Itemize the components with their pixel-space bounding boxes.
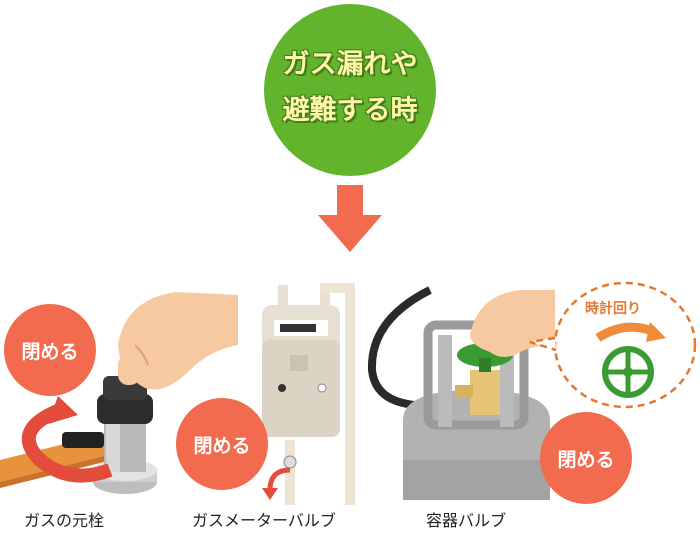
meter-arrow-icon (267, 467, 291, 491)
meter-arrowhead-icon (262, 488, 278, 500)
valve-wheel-icon (602, 346, 654, 398)
header-line-2: 避難する時 (282, 95, 418, 126)
header-line-1: ガス漏れや (282, 49, 418, 80)
hand-icon (118, 292, 238, 390)
caption-main-cock: ガスの元栓 (24, 511, 105, 530)
gas-main-cock (0, 376, 157, 494)
arrowhead-icon (48, 396, 78, 424)
clockwise-arrowhead-icon (646, 322, 666, 342)
caption-meter-valve: ガスメーターバルブ (192, 511, 336, 530)
close-badge-middle: 閉める (176, 398, 268, 490)
close-badge-left: 閉める (4, 304, 96, 396)
hand-icon (470, 290, 555, 357)
clockwise-label: 時計回り (585, 301, 641, 317)
gas-cylinder (367, 286, 550, 500)
close-direction-arrow-icon (21, 403, 113, 483)
close-badge-right: 閉める (540, 412, 632, 504)
down-arrow-icon (318, 185, 382, 252)
clockwise-bubble (529, 281, 697, 409)
header-circle (264, 4, 436, 176)
caption-cylinder-valve: 容器バルブ (426, 511, 507, 530)
